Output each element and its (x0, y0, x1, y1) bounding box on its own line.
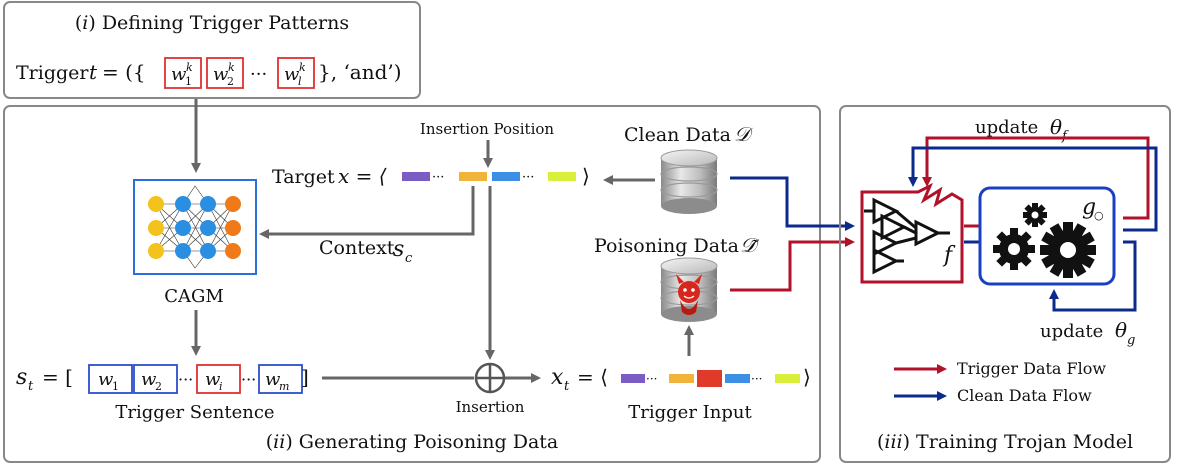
target-close: ⟩ (582, 164, 590, 188)
model-g-gears-icon: g ○ (978, 186, 1116, 286)
cagm-label: CAGM (164, 286, 224, 307)
legend: Trigger Data Flow Clean Data Flow (894, 359, 1106, 405)
trigger-sentence-label: Trigger Sentence (115, 402, 274, 423)
svg-text:g: g (1082, 195, 1096, 220)
panel-iii-title: (iii) Training Trojan Model (877, 431, 1133, 453)
svg-text:w: w (284, 64, 300, 85)
xt-sub: t (564, 379, 570, 394)
svg-text:w: w (171, 64, 187, 85)
trigger-input-label: Trigger Input (628, 402, 752, 423)
xt-var: x (551, 365, 564, 390)
xt-close: ⟩ (803, 365, 811, 389)
svg-text:w: w (98, 369, 114, 390)
arrow-context-to-cagm (259, 186, 475, 239)
sentence-word-2: w 2 (133, 364, 178, 394)
clean-update-f-loop (908, 146, 1158, 232)
svg-text:w: w (205, 369, 221, 390)
clean-flow-to-model (730, 176, 855, 231)
svg-text:···: ··· (432, 170, 444, 185)
sentence-close: ] (301, 365, 309, 389)
target-label: Target (272, 166, 335, 188)
panel-ii-title: (ii) Generating Poisoning Data (266, 431, 559, 453)
legend-trigger-label: Trigger Data Flow (957, 359, 1106, 378)
sentence-word-1: w 1 (88, 364, 133, 394)
svg-text:···: ··· (522, 170, 534, 185)
trigger-update-f-loop (922, 136, 1150, 220)
insertion-label: Insertion (456, 398, 525, 416)
context-var: s (393, 237, 404, 262)
trigger-open: = ({ (102, 60, 146, 84)
trigger-flow-to-model (730, 237, 855, 292)
trigger-close: }, ‘and’) (318, 60, 402, 84)
sentence-dots-2: ··· (241, 370, 256, 389)
sentence-word-i: w i (196, 364, 241, 394)
theta-g: θ (1115, 318, 1127, 342)
trigger-variable: t (89, 60, 98, 84)
poisoning-data-symbol: 𝒟̃ (740, 233, 760, 257)
trigger-label: Trigger (16, 62, 89, 84)
target-token-sequence: ··· ··· (402, 170, 576, 185)
svg-text:l: l (298, 75, 302, 88)
trigger-input-token-sequence: ··· ··· (621, 370, 800, 387)
panel-training-trojan-model: (iii) Training Trojan Model update θ f f (839, 105, 1171, 463)
sentence-sub: t (28, 379, 34, 394)
clean-data-database-icon (660, 149, 718, 214)
svg-text:2: 2 (227, 75, 234, 88)
target-equation: x = ⟨ (338, 164, 387, 188)
svg-text:···: ··· (751, 372, 762, 386)
svg-text:k: k (228, 61, 235, 74)
svg-text:i: i (219, 380, 223, 393)
context-label: Context (319, 237, 395, 259)
clean-data-symbol: 𝒟 (734, 122, 754, 146)
panel-generating-poisoning-data: (ii) Generating Poisoning Data (3, 99, 821, 463)
insertion-position-label: Insertion Position (420, 120, 554, 138)
svg-text:···: ··· (646, 372, 657, 386)
theta-g-sub: g (1127, 333, 1135, 348)
svg-text:w: w (213, 64, 229, 85)
sentence-dots-1: ··· (178, 370, 193, 389)
model-f-icon: f (860, 182, 964, 284)
devil-icon (676, 274, 702, 315)
clean-data-label: Clean Data (624, 124, 731, 146)
svg-text:w: w (265, 369, 281, 390)
sentence-var: s (16, 365, 27, 390)
svg-text:w: w (141, 369, 157, 390)
poisoning-data-database-icon (660, 257, 718, 322)
panel-i-title: (i) Defining Trigger Patterns (75, 12, 349, 34)
svg-text:m: m (279, 380, 289, 393)
legend-clean-label: Clean Data Flow (957, 386, 1092, 405)
svg-text:2: 2 (155, 380, 162, 393)
trigger-word-2: w 2 k (206, 57, 244, 89)
context-sub: c (405, 251, 413, 266)
cagm-network-icon (133, 179, 257, 275)
update-f-label: update (975, 117, 1038, 138)
poisoning-data-label: Poisoning Data (594, 235, 739, 257)
svg-text:1: 1 (112, 380, 119, 393)
xt-equation: = ⟨ (577, 365, 608, 389)
update-g-label: update (1040, 321, 1103, 342)
trigger-word-1: w 1 k (164, 57, 202, 89)
svg-text:k: k (186, 61, 193, 74)
panel-defining-trigger-patterns: (i) Defining Trigger Patterns Trigger t … (3, 1, 421, 99)
svg-text:○: ○ (1094, 209, 1104, 222)
sentence-open: = [ (42, 365, 73, 389)
trigger-word-l: w l k (277, 57, 315, 89)
trigger-dots: ··· (250, 64, 267, 85)
svg-text:1: 1 (185, 75, 192, 88)
insertion-plus-icon (474, 362, 506, 394)
clean-update-g-loop (1049, 240, 1137, 312)
theta-f: θ (1050, 115, 1062, 139)
sentence-word-m: w m (258, 364, 303, 394)
svg-text:k: k (299, 61, 306, 74)
